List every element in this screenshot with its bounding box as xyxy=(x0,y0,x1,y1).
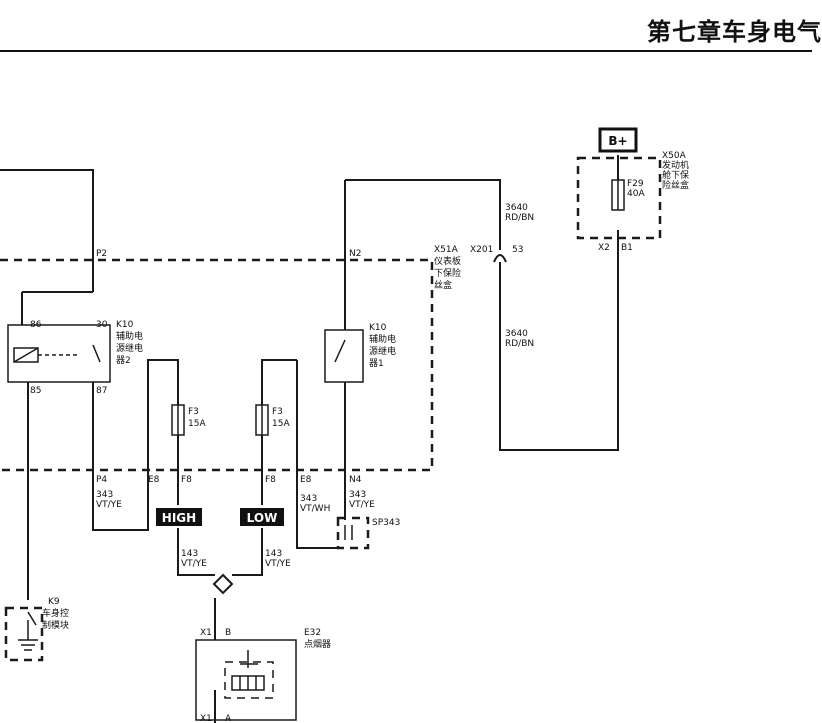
wire-3640-top-label: 3640 xyxy=(505,203,528,213)
k9-desc-2: 制模块 xyxy=(42,619,69,631)
pinB-label: B xyxy=(225,628,231,638)
k9-desc-1: 车身控 xyxy=(42,607,69,619)
header-rule xyxy=(0,50,812,52)
x2-label: X2 xyxy=(598,243,610,253)
wire-n2-top xyxy=(345,179,501,250)
x50a-label: X50A xyxy=(662,151,687,161)
k10-1-desc-1: 辅助电 xyxy=(369,333,396,345)
k10-2-desc-3: 器2 xyxy=(116,355,131,366)
sp343-label: SP343 xyxy=(372,518,400,528)
e8-right-label: E8 xyxy=(300,475,312,485)
p4-label: P4 xyxy=(96,475,107,485)
wire-3640-down xyxy=(499,230,619,451)
k10-2-label: K10 xyxy=(116,320,134,330)
pin30-label: 30 xyxy=(96,320,108,330)
splice-icon xyxy=(212,573,234,595)
x51a-desc-1: 仪表板 xyxy=(434,255,461,267)
f29-label: F29 xyxy=(627,179,644,189)
k9-label: K9 xyxy=(48,597,60,607)
f29-amp: 40A xyxy=(627,189,645,199)
switch-icon xyxy=(92,344,101,363)
wire-143-left xyxy=(177,528,215,576)
f8-right-label: F8 xyxy=(265,475,276,485)
pin86-label: 86 xyxy=(30,320,42,330)
wire-vtwh-b-label: VT/WH xyxy=(300,504,330,514)
switch-icon xyxy=(344,525,353,540)
wire-vtye-143l-label: VT/YE xyxy=(181,559,207,569)
k10-1-desc-2: 源继电 xyxy=(369,345,396,357)
pin53-label: 53 xyxy=(512,245,523,255)
n4-label: N4 xyxy=(349,475,362,485)
x50a-desc-1: 发动机 xyxy=(662,159,689,171)
relay-k10-2-box xyxy=(7,324,111,383)
wire-143-right-label: 143 xyxy=(265,549,282,559)
n2-label: N2 xyxy=(349,249,361,259)
wire-vtye-c-label: VT/YE xyxy=(349,500,375,510)
x51a-desc-2: 下保险 xyxy=(434,267,461,279)
pinA-label: A xyxy=(225,714,232,723)
lighter-box xyxy=(195,639,297,721)
x50a-desc-3: 险丝盒 xyxy=(662,179,689,191)
sp343-boundary xyxy=(336,516,370,550)
e8-left-label: E8 xyxy=(148,475,160,485)
relay-coil-icon xyxy=(13,347,80,363)
wire-vtye-a-label: VT/YE xyxy=(96,500,122,510)
k10-2-desc-1: 辅助电 xyxy=(116,330,143,342)
connector-x201-icon xyxy=(493,254,507,263)
k10-1-desc-3: 器1 xyxy=(369,358,384,369)
f3-left-label: F3 xyxy=(188,407,199,417)
x1-bot-label: X1 xyxy=(200,714,212,723)
x201-label: X201 xyxy=(470,245,493,255)
bplus-label: B+ xyxy=(608,134,627,148)
b1-label: B1 xyxy=(621,243,633,253)
high-label: HIGH xyxy=(162,511,196,525)
wire-rdbn-top-label: RD/BN xyxy=(505,213,534,223)
x50a-fusebox-boundary xyxy=(576,156,662,240)
k10-2-desc-2: 源继电 xyxy=(116,342,143,354)
wire-vtye-143r-label: VT/YE xyxy=(265,559,291,569)
wire-rdbn-mid-label: RD/BN xyxy=(505,339,534,349)
x51a-label: X51A xyxy=(434,245,459,255)
pin87-label: 87 xyxy=(96,386,107,396)
heater-icon xyxy=(231,650,265,691)
wire-3640-mid-label: 3640 xyxy=(505,329,528,339)
switch-icon xyxy=(334,339,346,363)
wire-143-right xyxy=(232,528,263,576)
x51a-fusebox-boundary xyxy=(0,258,434,472)
x1-top-label: X1 xyxy=(200,628,212,638)
x50a-desc-2: 舱下保 xyxy=(662,169,689,181)
x51a-desc-3: 丝盒 xyxy=(434,279,452,291)
k9-module-boundary xyxy=(4,606,44,662)
wire-87-down xyxy=(92,359,179,531)
f8-left-label: F8 xyxy=(181,475,192,485)
f3-right-label: F3 xyxy=(272,407,283,417)
ground-icon xyxy=(18,611,38,651)
bplus-box xyxy=(598,127,638,153)
page-title: 第七章车身电气 xyxy=(647,18,822,46)
e32-desc: 点烟器 xyxy=(304,638,331,650)
relay-k10-1-box xyxy=(324,329,364,383)
low-label: LOW xyxy=(247,511,278,525)
high-label-box xyxy=(156,508,202,526)
wire-343-a-label: 343 xyxy=(96,490,113,500)
wire-f3-right-top xyxy=(261,359,297,405)
wire-top-left xyxy=(0,169,94,292)
wire-343-b-label: 343 xyxy=(300,494,317,504)
k10-1-label: K10 xyxy=(369,323,387,333)
low-label-box xyxy=(240,508,284,526)
pin85-label: 85 xyxy=(30,386,41,396)
wire-343-c-label: 343 xyxy=(349,490,366,500)
e32-label: E32 xyxy=(304,628,321,638)
wire-e8-right xyxy=(296,360,338,549)
p2-label: P2 xyxy=(96,249,107,259)
f3-right-amp: 15A xyxy=(272,419,290,429)
f3-left-amp: 15A xyxy=(188,419,206,429)
wire-143-left-label: 143 xyxy=(181,549,198,559)
